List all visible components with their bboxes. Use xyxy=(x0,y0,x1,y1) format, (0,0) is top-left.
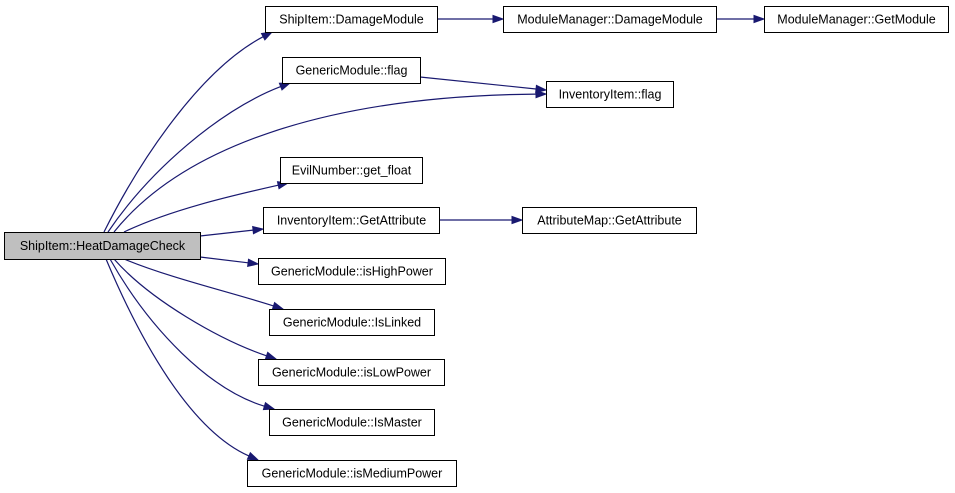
node-n6[interactable]: EvilNumber::get_float xyxy=(280,157,423,184)
arrowhead-n0-to-n13 xyxy=(246,451,260,461)
node-box[interactable] xyxy=(546,81,674,108)
edge-n4-to-n5 xyxy=(419,76,537,90)
edge-n0-to-n10 xyxy=(123,258,274,307)
arrowhead-n7-to-n8 xyxy=(511,215,524,225)
node-box[interactable] xyxy=(503,6,717,33)
node-box[interactable] xyxy=(4,232,201,260)
edge-n0-to-n13 xyxy=(105,258,250,457)
edge-n0-to-n11 xyxy=(113,258,267,357)
edge-n0-to-n6 xyxy=(123,184,279,233)
node-label: ShipItem::HeatDamageCheck xyxy=(20,239,186,253)
arrowhead-n0-to-n9 xyxy=(247,258,260,268)
node-n1[interactable]: ShipItem::DamageModule xyxy=(265,6,438,33)
arrowhead-n0-to-n10 xyxy=(271,301,285,310)
node-label: AttributeMap::GetAttribute xyxy=(537,214,682,228)
node-box[interactable] xyxy=(269,409,435,436)
node-label: ModuleManager::DamageModule xyxy=(517,13,703,27)
node-box[interactable] xyxy=(269,309,435,336)
node-box[interactable] xyxy=(247,460,457,487)
arrowhead-n2-to-n3 xyxy=(753,14,766,24)
node-box[interactable] xyxy=(764,6,949,33)
node-n3[interactable]: ModuleManager::GetModule xyxy=(764,6,949,33)
arrowhead-n0-to-n11 xyxy=(264,351,278,360)
node-n13[interactable]: GenericModule::isMediumPower xyxy=(247,460,457,487)
node-n8[interactable]: AttributeMap::GetAttribute xyxy=(522,207,697,234)
node-label: GenericModule::IsMaster xyxy=(282,416,422,430)
node-n2[interactable]: ModuleManager::DamageModule xyxy=(503,6,717,33)
node-n9[interactable]: GenericModule::isHighPower xyxy=(258,258,446,285)
edge-n0-to-n7 xyxy=(199,229,254,237)
edge-n0-to-n12 xyxy=(109,258,265,407)
node-label: ShipItem::DamageModule xyxy=(279,13,424,27)
node-n11[interactable]: GenericModule::isLowPower xyxy=(258,359,445,386)
node-box[interactable] xyxy=(263,207,440,234)
node-box[interactable] xyxy=(280,157,423,184)
node-label: GenericModule::IsLinked xyxy=(283,316,421,330)
node-label: GenericModule::flag xyxy=(296,64,408,78)
node-label: InventoryItem::GetAttribute xyxy=(277,214,426,228)
node-n12[interactable]: GenericModule::IsMaster xyxy=(269,409,435,436)
node-n4[interactable]: GenericModule::flag xyxy=(282,57,421,84)
node-n7[interactable]: InventoryItem::GetAttribute xyxy=(263,207,440,234)
node-box[interactable] xyxy=(258,359,445,386)
node-label: InventoryItem::flag xyxy=(559,88,662,102)
node-box[interactable] xyxy=(282,57,421,84)
arrowhead-n1-to-n2 xyxy=(492,14,505,24)
node-label: GenericModule::isMediumPower xyxy=(262,467,443,481)
edge-n0-to-n1 xyxy=(103,36,264,233)
arrowhead-n0-to-n7 xyxy=(252,225,265,235)
node-layer: ShipItem::HeatDamageCheck ShipItem::Damag… xyxy=(4,6,949,487)
node-label: GenericModule::isHighPower xyxy=(271,265,433,279)
node-n5[interactable]: InventoryItem::flag xyxy=(546,81,674,108)
node-label: EvilNumber::get_float xyxy=(292,164,412,178)
edge-n0-to-n4 xyxy=(107,86,281,233)
edge-n0-to-n9 xyxy=(199,256,249,264)
arrowhead-n0-to-n1 xyxy=(260,31,274,41)
node-box[interactable] xyxy=(258,258,446,285)
edge-n0-to-n5 xyxy=(113,93,537,233)
node-label: GenericModule::isLowPower xyxy=(272,366,431,380)
node-box[interactable] xyxy=(522,207,697,234)
node-box[interactable] xyxy=(265,6,438,33)
arrowhead-n0-to-n4 xyxy=(278,82,292,91)
node-label: ModuleManager::GetModule xyxy=(777,13,935,27)
node-n0[interactable]: ShipItem::HeatDamageCheck xyxy=(4,232,201,260)
arrowhead-n4-to-n5 xyxy=(535,84,548,94)
node-n10[interactable]: GenericModule::IsLinked xyxy=(269,309,435,336)
arrowhead-n0-to-n12 xyxy=(262,401,276,411)
